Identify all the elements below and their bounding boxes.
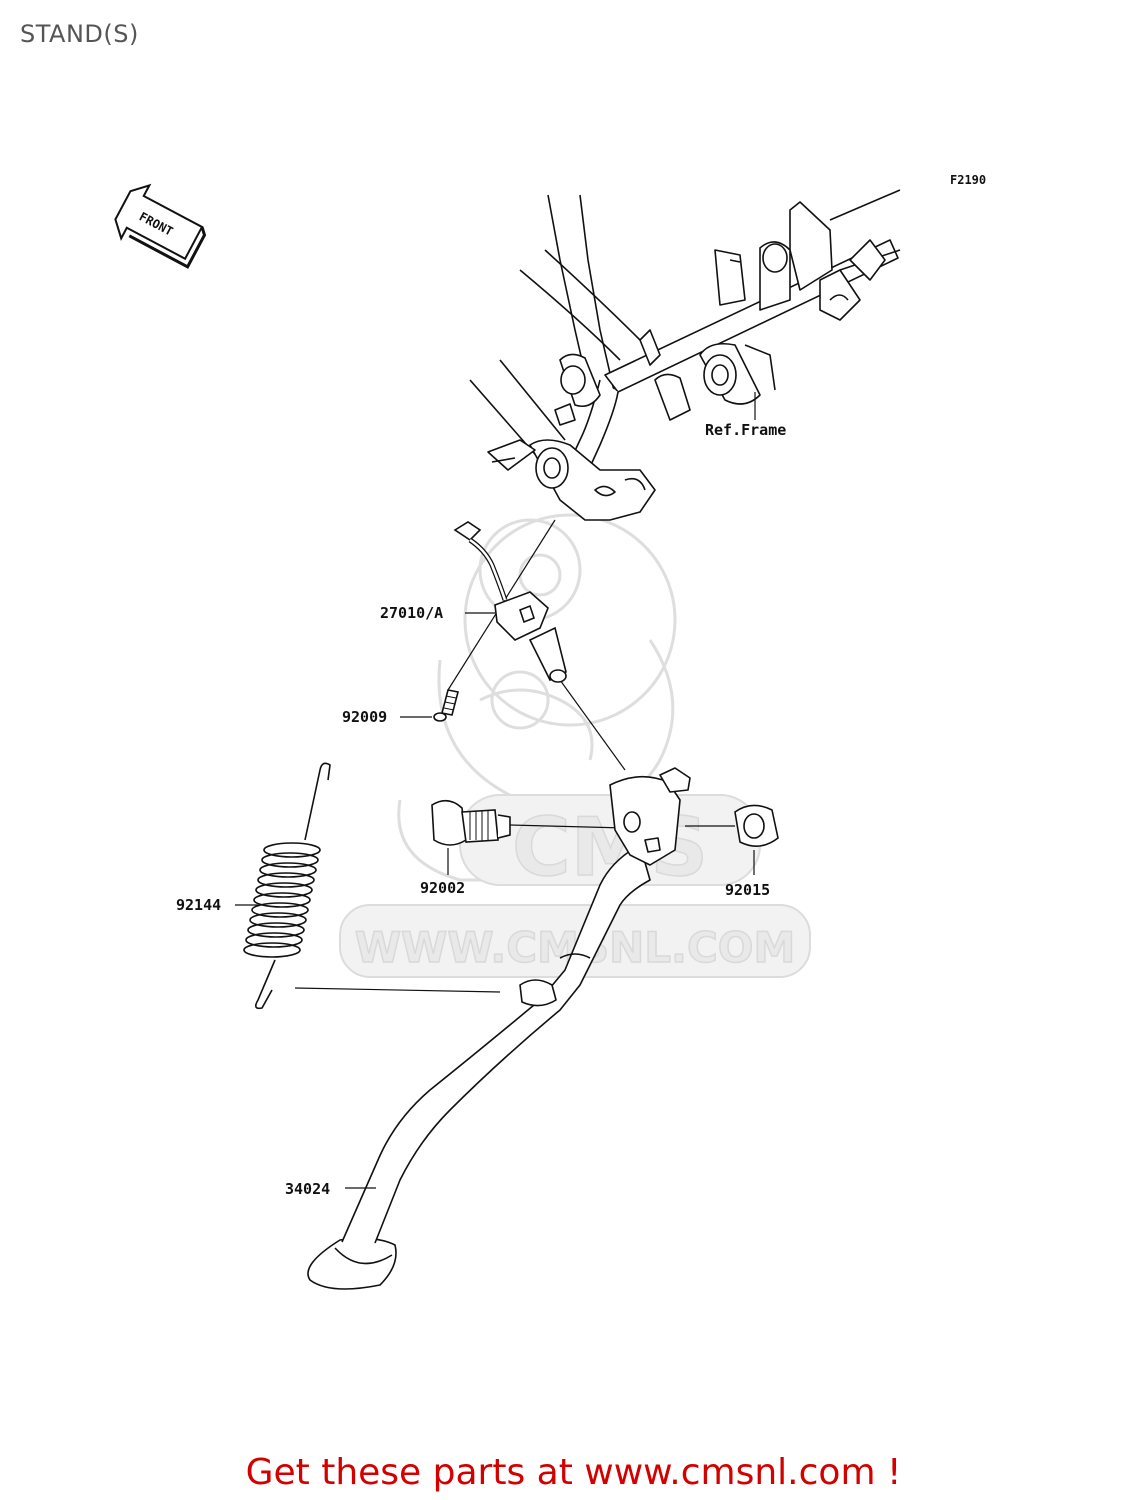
page-title: STAND(S)	[20, 20, 139, 48]
part-label-92009: 92009	[342, 708, 387, 726]
svg-text:WWW.CMSNL.COM: WWW.CMSNL.COM	[355, 923, 796, 972]
front-arrow-icon: FRONT	[114, 183, 207, 269]
part-label-92144: 92144	[176, 896, 221, 914]
nut-92015	[734, 804, 779, 847]
bolt-92002	[431, 799, 511, 846]
get-parts-link[interactable]: Get these parts at www.cmsnl.com !	[245, 1452, 902, 1493]
watermark: CMS WWW.CMSNL.COM	[339, 513, 811, 978]
frame-drawing	[469, 189, 901, 521]
screw-92009	[433, 689, 459, 722]
part-label-92015: 92015	[725, 881, 770, 899]
side-stand-34024	[307, 767, 691, 1290]
spring-92144	[243, 762, 331, 1010]
part-label-92002: 92002	[420, 879, 465, 897]
part-label-34024: 34024	[285, 1180, 330, 1198]
ref-frame-label: Ref.Frame	[705, 421, 786, 439]
leader-switch-to-stand	[559, 679, 626, 771]
side-stand-switch	[453, 521, 567, 683]
watermark-site: WWW.CMSNL.COM	[339, 904, 811, 978]
figure-code: F2190	[950, 173, 986, 187]
part-label-27010a: 27010/A	[380, 604, 443, 622]
